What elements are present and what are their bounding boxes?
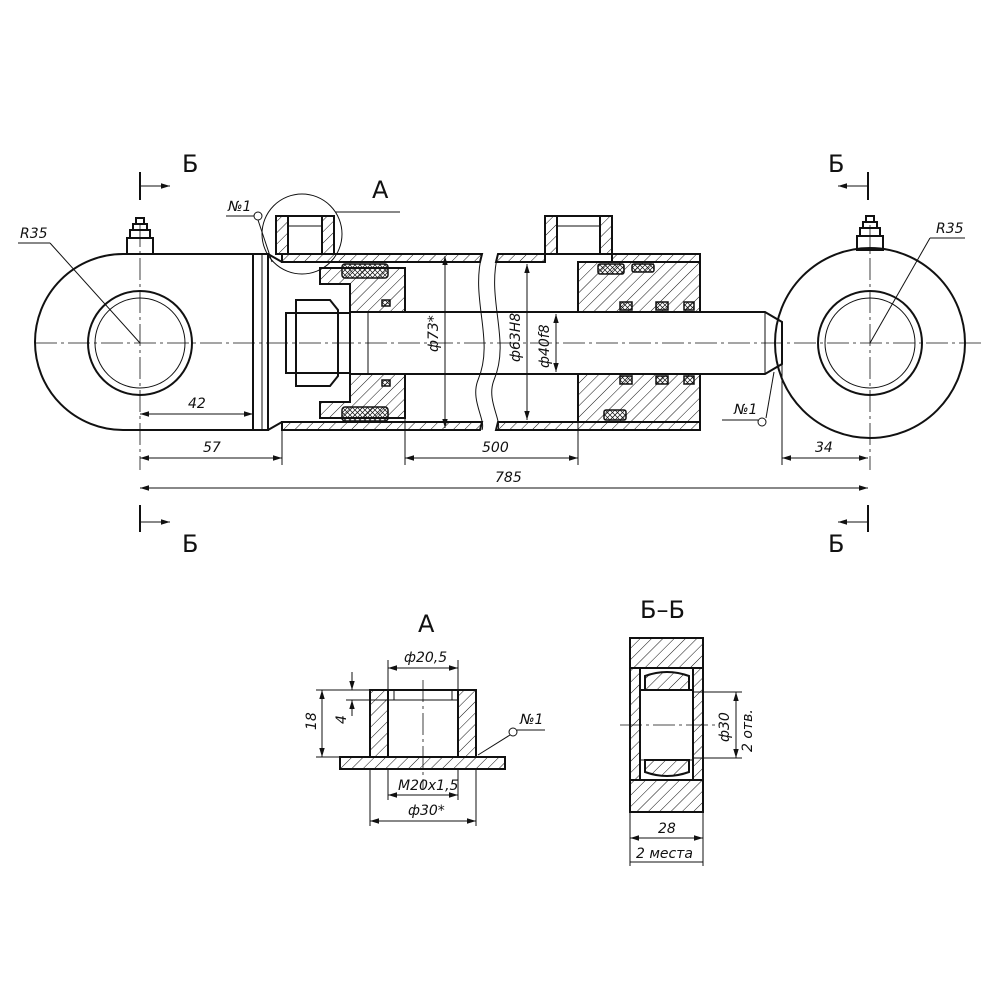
dim-bore-outer-label: ф73* [426,315,442,352]
section-mark-top-left: Б [182,150,198,178]
weld-mark-top: №1 [226,199,273,263]
dim-bore-label: ф63H8 [508,313,524,362]
dim-bore: ф63H8 [508,264,530,420]
left-eye [34,217,283,470]
rod-gland [577,261,701,423]
section-bb-holes: 2 отв. [740,709,756,752]
dim-57-label: 57 [203,440,221,456]
detail-a-dim-top: ф20,5 [404,650,447,666]
dim-rod-label: ф40f8 [537,324,553,368]
dim-785-label: 785 [495,470,522,486]
section-mark-bottom-right: Б [828,530,844,558]
section-marks: Б Б Б Б [139,150,869,558]
section-mark-bottom-left: Б [182,530,198,558]
dim-785: 785 [140,470,868,491]
dim-34: 34 [781,364,868,465]
detail-a-title: A [418,610,435,638]
section-bb-dim-width: 28 [658,821,676,837]
section-bb-title: Б–Б [640,596,685,624]
dim-57: 57 [140,430,283,465]
section-mark-top-right: Б [828,150,844,178]
dim-bore-outer: ф73* [426,256,448,428]
right-eye [774,215,966,470]
cylinder-tube [275,215,701,431]
weld-mark-top-label: №1 [227,199,251,215]
main-view: A №1 №1 Б Б Б Б [18,150,985,558]
radius-left-label: R35 [20,226,48,242]
dim-42-label: 42 [188,396,206,412]
weld-mark-right-label: №1 [733,402,757,418]
dim-rod: ф40f8 [537,314,559,372]
detail-a-weld-mark: №1 [519,712,543,728]
detail-a-view: A ф20,5 18 4 №1 M20x1,5 [304,610,545,826]
radius-right-callout: R35 [869,221,965,344]
radius-right-label: R35 [936,221,964,237]
detail-a-dim-depth: 4 [334,715,350,724]
dim-42: 42 [140,396,253,417]
detail-a-dim-height: 18 [304,712,320,730]
radius-left-callout: R35 [18,226,141,344]
dim-500-label: 500 [482,440,509,456]
dim-500: 500 [404,418,579,465]
piston [285,263,406,422]
detail-a-thread: M20x1,5 [398,778,459,794]
dim-34-label: 34 [815,440,833,456]
section-bb-places: 2 места [636,846,693,862]
weld-mark-right: №1 [722,371,775,427]
section-bb-view: Б–Б ф30 2 отв. 28 2 места [620,596,756,866]
section-bb-dim-bore: ф30 [717,712,733,742]
detail-a-dim-outer: ф30* [408,803,445,819]
detail-a-circle [261,193,343,275]
detail-a-label: A [372,176,389,204]
